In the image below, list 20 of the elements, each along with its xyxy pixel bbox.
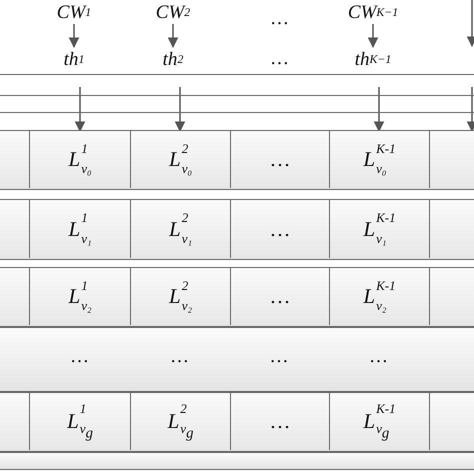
bus-lines [0,74,474,113]
arrow [168,24,178,48]
ellipsis: … [70,346,89,368]
row-band [0,199,474,260]
arrow [466,87,474,132]
row-band [0,327,474,392]
arrow [68,24,80,48]
ellipsis: … [170,346,189,368]
row-band [0,130,474,190]
ellipsis: … [270,8,289,30]
ellipsis: … [270,48,289,70]
arrow [368,24,378,48]
row-band [0,267,474,327]
row-band [0,452,474,470]
arrow [374,87,384,132]
arrow [174,87,186,132]
ellipsis: … [270,346,288,368]
arrow [74,87,86,132]
row-band [0,392,474,452]
ellipsis: … [369,346,388,368]
